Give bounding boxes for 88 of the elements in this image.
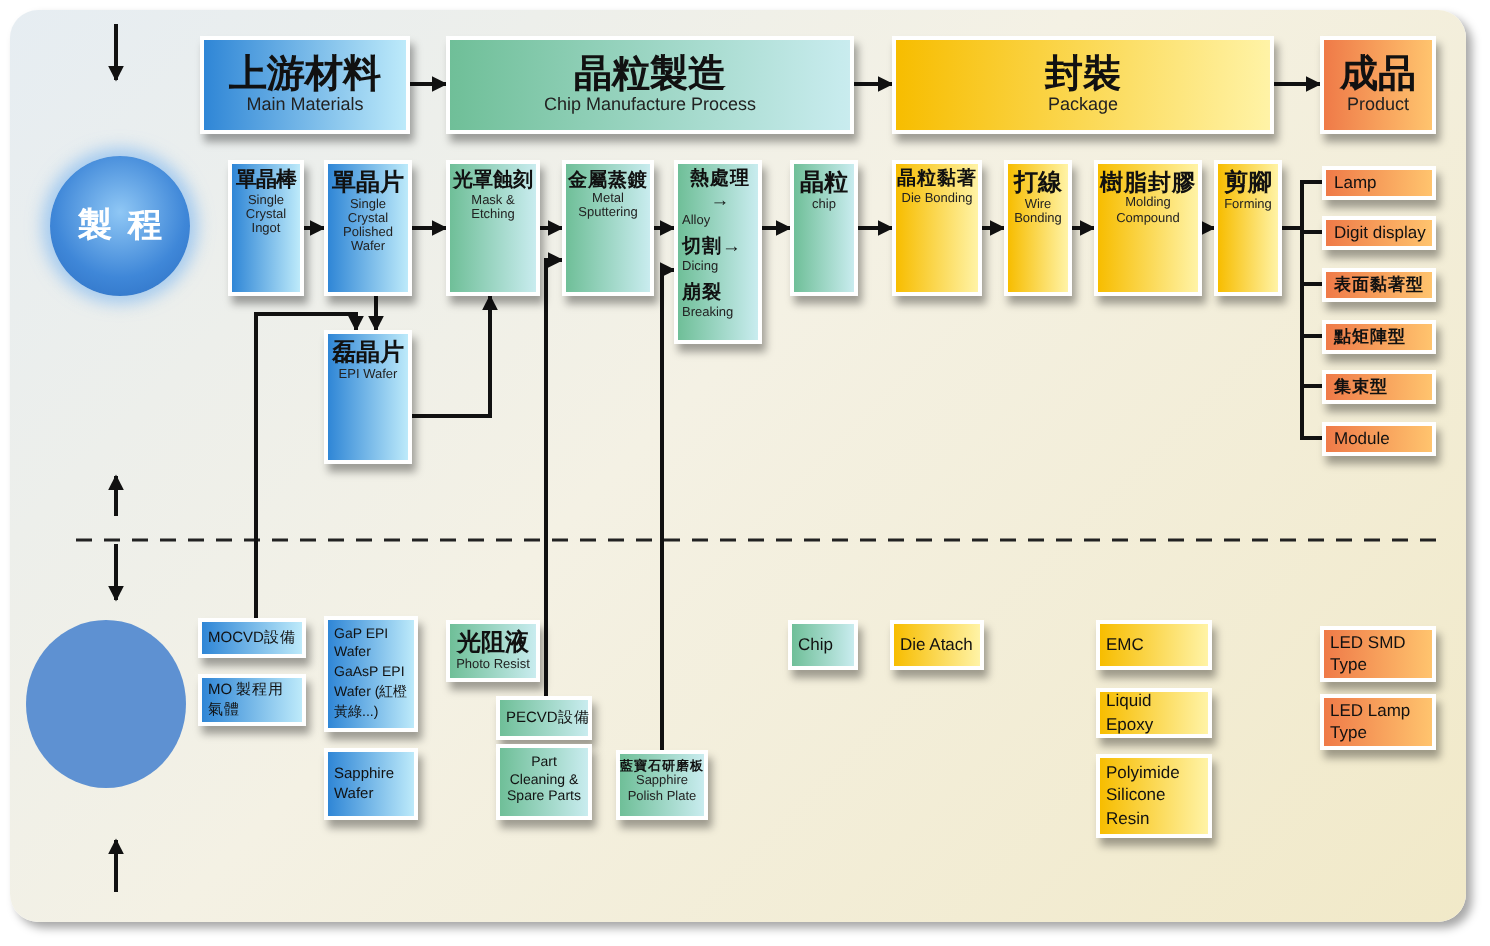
- material-box: [1320, 626, 1436, 682]
- circle-label: 製程: [78, 206, 178, 246]
- arrow: [858, 220, 894, 236]
- product-box: [1322, 216, 1436, 250]
- stage-title: 封裝: [1045, 53, 1121, 97]
- product-box: [1322, 422, 1436, 456]
- material-box: [324, 748, 418, 820]
- step-title: 光罩蝕刻: [453, 170, 533, 193]
- process-box: [1094, 160, 1202, 296]
- material-box: [1096, 754, 1212, 838]
- process-box: [674, 160, 762, 344]
- box-label: 點矩陣型: [1332, 328, 1406, 346]
- material-box: [1096, 688, 1212, 738]
- material-box: [1096, 620, 1212, 670]
- step-title: 剪腳: [1224, 170, 1272, 198]
- box-label: EMC: [1106, 633, 1144, 657]
- arrow: [368, 296, 384, 332]
- box-label: Chip: [798, 633, 833, 657]
- box-label: Lamp: [1332, 174, 1377, 192]
- process-box: [1004, 160, 1072, 296]
- step-title: 崩裂: [680, 284, 722, 306]
- process-box: [562, 160, 654, 296]
- stage-subtitle: Product: [1346, 96, 1410, 117]
- product-box: [1322, 370, 1436, 404]
- stage-header: [200, 36, 410, 134]
- step-title: 晶粒: [800, 170, 848, 198]
- step-title: 切割→: [680, 237, 741, 260]
- step-title: 光阻液: [457, 630, 529, 658]
- arrow: [412, 294, 498, 418]
- stage-title: 成品: [1340, 53, 1416, 97]
- step-title: 磊晶片: [332, 340, 404, 368]
- box-label: 表面黏著型: [1332, 276, 1424, 294]
- box-label: Polyimide Silicone Resin: [1106, 762, 1182, 830]
- box-label: Module: [1332, 430, 1390, 448]
- arrow: [659, 262, 676, 750]
- step-title: 單晶棒: [236, 170, 296, 194]
- material-box: [1320, 694, 1436, 750]
- arrow: [854, 76, 894, 92]
- product-box: [1322, 166, 1436, 200]
- process-box: [324, 160, 412, 296]
- arrow: [654, 220, 676, 236]
- stage-subtitle: Package: [1047, 96, 1119, 117]
- stage-subtitle: Chip Manufacture Process: [543, 96, 757, 117]
- process-box: [892, 160, 982, 296]
- box-label: LED Lamp Type: [1330, 699, 1413, 745]
- material-box: [198, 618, 306, 658]
- process-box: [228, 160, 304, 296]
- step-title: 樹脂封膠: [1100, 170, 1196, 196]
- material-box: [496, 696, 592, 740]
- step-title: 熱處理→: [688, 170, 752, 214]
- step-title: 金屬蒸鍍: [568, 170, 648, 192]
- box-label: 集束型: [1332, 378, 1388, 396]
- box-label: Liquid Epoxy: [1106, 690, 1156, 736]
- arrow: [1072, 220, 1096, 236]
- process-box: [446, 620, 540, 682]
- material-box: [198, 674, 306, 726]
- arrow: [762, 220, 792, 236]
- step-title: 晶粒黏著: [897, 170, 977, 192]
- material-box: [788, 620, 858, 670]
- arrow: [1199, 220, 1216, 236]
- box-label: LED SMD Type: [1330, 631, 1408, 677]
- product-box: [1322, 268, 1436, 302]
- process-box: [616, 750, 708, 820]
- arrow: [540, 220, 564, 236]
- process-box: [446, 160, 540, 296]
- process-box: [1214, 160, 1282, 296]
- arrow: [410, 76, 448, 92]
- box-label: Digit display: [1332, 224, 1426, 242]
- step-title: 單晶片: [332, 170, 404, 198]
- stage-subtitle: Main Materials: [246, 96, 364, 117]
- stage-header: [1320, 36, 1436, 134]
- arrow: [304, 220, 326, 236]
- material-box: [496, 744, 592, 820]
- arrow: [544, 252, 564, 696]
- arrow: [1274, 76, 1322, 92]
- arrow: [254, 312, 364, 618]
- process-box: [324, 330, 412, 464]
- box-label: Die Atach: [900, 633, 973, 657]
- step-title: 打線: [1014, 170, 1062, 198]
- arrow: [982, 220, 1006, 236]
- stage-title: 晶粒製造: [574, 53, 726, 97]
- material-box: [890, 620, 984, 670]
- product-box: [1322, 320, 1436, 354]
- arrow: [412, 220, 448, 236]
- process-box: [790, 160, 858, 296]
- stage-title: 上游材料: [229, 53, 381, 97]
- stage-header: [446, 36, 854, 134]
- stage-header: [892, 36, 1274, 134]
